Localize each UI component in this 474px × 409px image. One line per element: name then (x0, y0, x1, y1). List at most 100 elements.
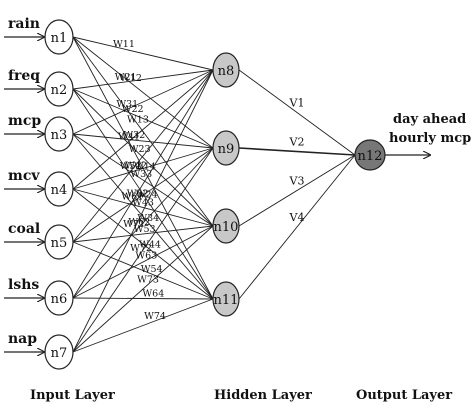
weight-label: W71 (123, 219, 145, 230)
edge-n1-n8 (72, 36, 214, 71)
weight-label: W21 (115, 72, 137, 83)
input-arrows (4, 37, 430, 352)
input-label-freq: freq (8, 68, 40, 84)
weight-label: W22 (122, 104, 144, 115)
edge-n2-n11 (72, 88, 214, 300)
weight-label: W43 (132, 198, 154, 209)
output-node-n12 (354, 139, 386, 171)
weight-label: W63 (135, 250, 157, 261)
edge-n5-n11 (72, 241, 214, 300)
weight-label: W72 (130, 243, 152, 254)
output-label-line-1: day ahead (393, 112, 466, 127)
hidden-node-n10 (212, 208, 240, 244)
edge-n11-n12 (238, 154, 356, 300)
input-label-nap: nap (8, 331, 37, 347)
v-weight-label: V2 (289, 136, 305, 149)
node-label-n3: n3 (51, 128, 68, 143)
weight-label: W53 (134, 224, 156, 235)
input-node-n6 (44, 280, 74, 316)
edge-n3-n8 (72, 69, 214, 135)
weight-label: W64 (142, 289, 164, 300)
hidden-node-n9 (212, 130, 240, 166)
weight-label: W13 (127, 115, 149, 126)
edge-n6-n8 (72, 69, 214, 299)
node-label-n8: n8 (218, 64, 235, 79)
v-weight-label: V1 (289, 97, 305, 110)
input-node-n1 (44, 19, 74, 55)
weight-label: W32 (123, 130, 145, 141)
input-node-n5 (44, 224, 74, 260)
weight-label: W23 (129, 144, 151, 155)
weight-label: W12 (120, 73, 142, 84)
edge-n2-n8 (72, 69, 214, 90)
v-weight-label: V4 (289, 211, 305, 224)
weight-label: W62 (128, 217, 150, 228)
weight-label: W54 (141, 264, 163, 275)
edge-n6-n10 (72, 225, 214, 299)
edge-n3-n9 (72, 133, 214, 149)
weight-label: W31 (116, 99, 138, 110)
weight-label: W34 (137, 213, 159, 224)
weight-label: W44 (139, 240, 161, 251)
edge-n2-n10 (72, 88, 214, 227)
edge-n5-n9 (72, 147, 214, 243)
node-label-n12: n12 (358, 149, 383, 164)
hidden-output-connections (238, 69, 356, 300)
weight-label: W33 (130, 169, 152, 180)
node-label-n2: n2 (51, 83, 68, 98)
weight-label: W14 (134, 162, 156, 173)
node-label-n6: n6 (51, 292, 68, 307)
node-label-n11: n11 (214, 293, 239, 308)
node-label-n9: n9 (218, 142, 235, 157)
input-label-lshs: lshs (8, 277, 39, 293)
edge-n3-n10 (72, 133, 214, 227)
edge-n8-n12 (238, 69, 356, 156)
v-weight-label: V3 (289, 175, 305, 188)
node-label-n5: n5 (51, 236, 68, 251)
node-label-n10: n10 (214, 220, 239, 235)
edge-n4-n11 (72, 188, 214, 300)
edge-n5-n10 (72, 225, 214, 243)
edge-n6-n9 (72, 147, 214, 299)
input-hidden-connections (72, 36, 214, 353)
weight-label: W51 (120, 161, 142, 172)
node-label-n7: n7 (51, 346, 68, 361)
edge-n7-n10 (72, 225, 214, 353)
input-label-mcv: mcv (8, 168, 40, 184)
edge-n3-n11 (72, 133, 214, 300)
edge-n10-n12 (238, 154, 356, 227)
edge-n4-n10 (72, 188, 214, 227)
hidden-layer-label: Hidden Layer (214, 388, 312, 403)
input-node-n7 (44, 334, 74, 370)
hidden-node-n8 (212, 52, 240, 88)
input-node-n2 (44, 71, 74, 107)
edge-n4-n9 (72, 147, 214, 190)
weight-label: W42 (125, 161, 147, 172)
node-label-n4: n4 (51, 183, 68, 198)
edge-n2-n9 (72, 88, 214, 149)
input-label-mcp: mcp (8, 113, 41, 129)
weight-label: W11 (113, 39, 135, 50)
edge-n7-n9 (72, 147, 214, 353)
edge-n7-n11 (72, 298, 214, 353)
edge-n1-n11 (72, 36, 214, 300)
weight-label: W24 (136, 189, 158, 200)
input-label-rain: rain (8, 16, 40, 32)
edge-n4-n8 (72, 69, 214, 190)
hidden-node-n11 (212, 281, 240, 317)
output-layer-label: Output Layer (356, 388, 452, 403)
weight-label: W61 (121, 191, 143, 202)
edge-n5-n8 (72, 69, 214, 243)
input-label-coal: coal (8, 221, 40, 237)
output-label-line-2: hourly mcp (389, 131, 471, 146)
weight-label: W41 (118, 131, 140, 142)
input-layer-label: Input Layer (30, 388, 115, 403)
edge-n9-n12 (238, 147, 356, 156)
edge-n1-n10 (72, 36, 214, 227)
edge-n1-n9 (72, 36, 214, 149)
weight-label: W73 (137, 274, 159, 285)
weight-label: W74 (144, 311, 166, 322)
